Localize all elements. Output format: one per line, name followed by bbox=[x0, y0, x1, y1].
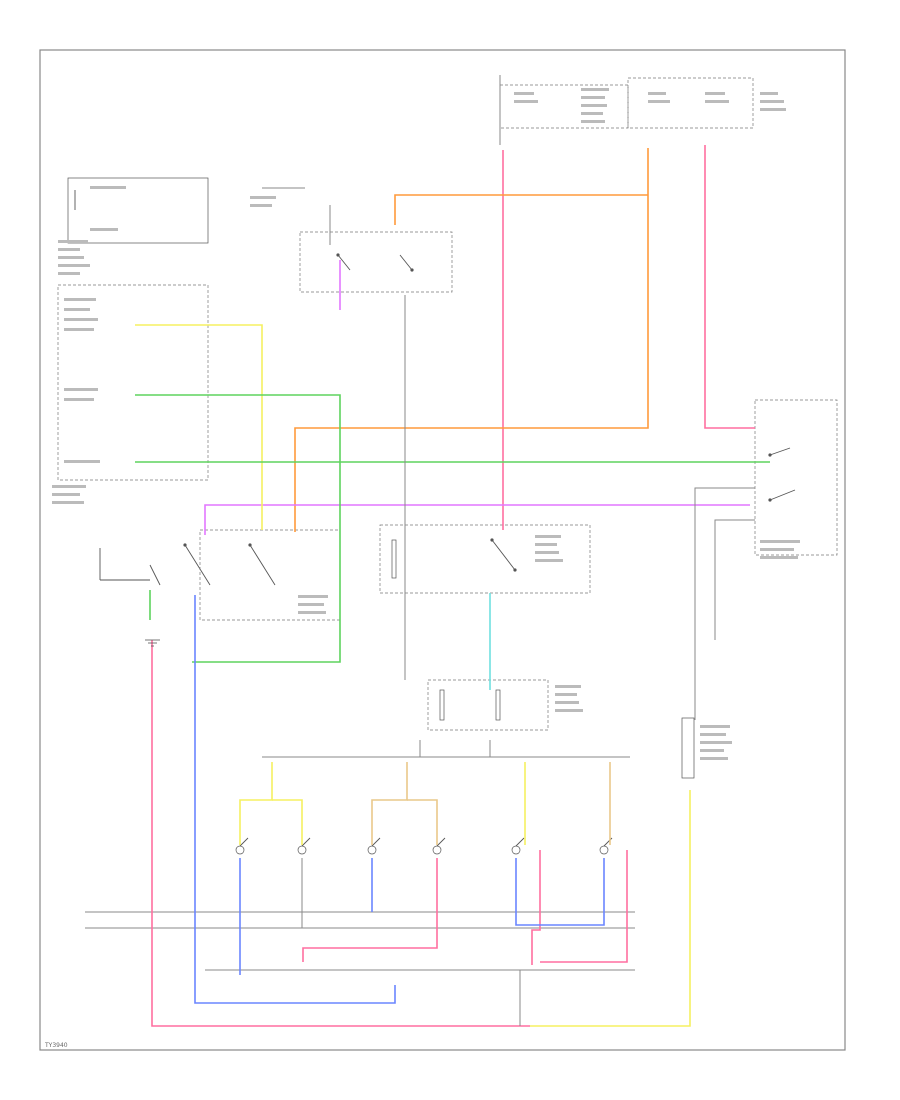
right-indicator bbox=[681, 717, 732, 779]
headlight-relay bbox=[379, 524, 591, 594]
fuse-block-top bbox=[499, 75, 786, 145]
wire-tan-lamp-2 bbox=[407, 799, 438, 845]
lamp-left-low bbox=[235, 837, 249, 855]
wire-pink-lamp-1 bbox=[302, 858, 438, 962]
wire-black-right-2 bbox=[714, 519, 755, 640]
wire-tan-lamp-1 bbox=[371, 762, 408, 845]
connector-middle bbox=[427, 679, 583, 731]
lamp-left-fog bbox=[511, 837, 525, 855]
lamp-left-high bbox=[297, 837, 311, 855]
wire-yellow-lamp-1 bbox=[239, 762, 273, 845]
left-switch-group bbox=[99, 529, 341, 621]
wire-purple-cross bbox=[204, 504, 750, 535]
wire-yellow-bcm bbox=[135, 324, 263, 530]
headlight-switch bbox=[250, 187, 453, 293]
module-top-left bbox=[58, 177, 209, 275]
lamp-row bbox=[235, 837, 613, 855]
body-control-module bbox=[52, 284, 209, 504]
wire-blue-bottom bbox=[194, 595, 396, 1004]
wire-orange-top bbox=[394, 194, 648, 225]
wire-pink-right bbox=[704, 145, 755, 429]
wire-pink-lamp-3 bbox=[540, 850, 628, 963]
lamp-right-high bbox=[432, 837, 446, 855]
diagram-frame bbox=[39, 49, 846, 1051]
ground-symbol-left bbox=[145, 639, 160, 647]
wire-yellow-lamp-2 bbox=[272, 799, 303, 845]
wire-pink-bottom bbox=[151, 640, 530, 1027]
wire-yellow-bottom bbox=[530, 790, 691, 1027]
wire-black-right bbox=[694, 487, 755, 720]
lamp-right-low bbox=[367, 837, 381, 855]
footer-code: TY3940 bbox=[44, 1042, 68, 1049]
wire-green-bcm-1 bbox=[135, 394, 341, 663]
wire-blue-lamp-3 bbox=[515, 858, 605, 926]
wire-pink-lamp-2 bbox=[531, 850, 541, 965]
wire-orange-right bbox=[294, 148, 649, 532]
right-switch-module bbox=[754, 399, 838, 559]
